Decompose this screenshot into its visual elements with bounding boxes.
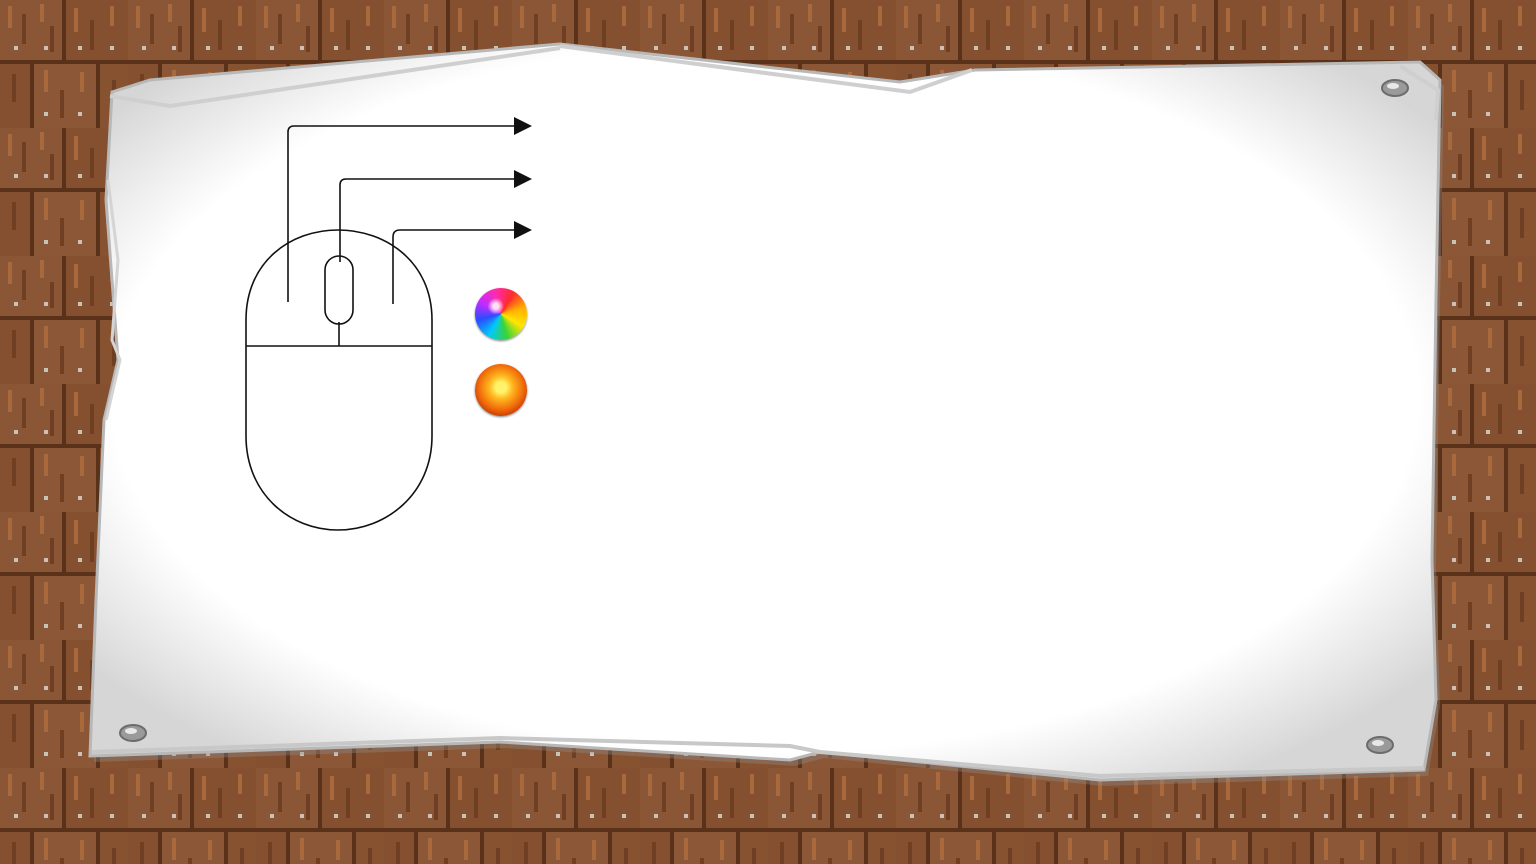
left-button-pointer <box>287 125 516 302</box>
right-button-pointer <box>392 229 516 304</box>
right-button-arrowhead-icon <box>514 221 532 239</box>
mouse-body-icon <box>245 229 433 531</box>
fire-orb-icon <box>475 364 527 416</box>
scroll-wheel-pointer <box>339 178 516 262</box>
rainbow-orb-icon <box>475 288 527 340</box>
scroll-wheel-arrowhead-icon <box>514 170 532 188</box>
mouse-scroll-wheel-icon <box>324 255 354 325</box>
left-button-arrowhead-icon <box>514 117 532 135</box>
